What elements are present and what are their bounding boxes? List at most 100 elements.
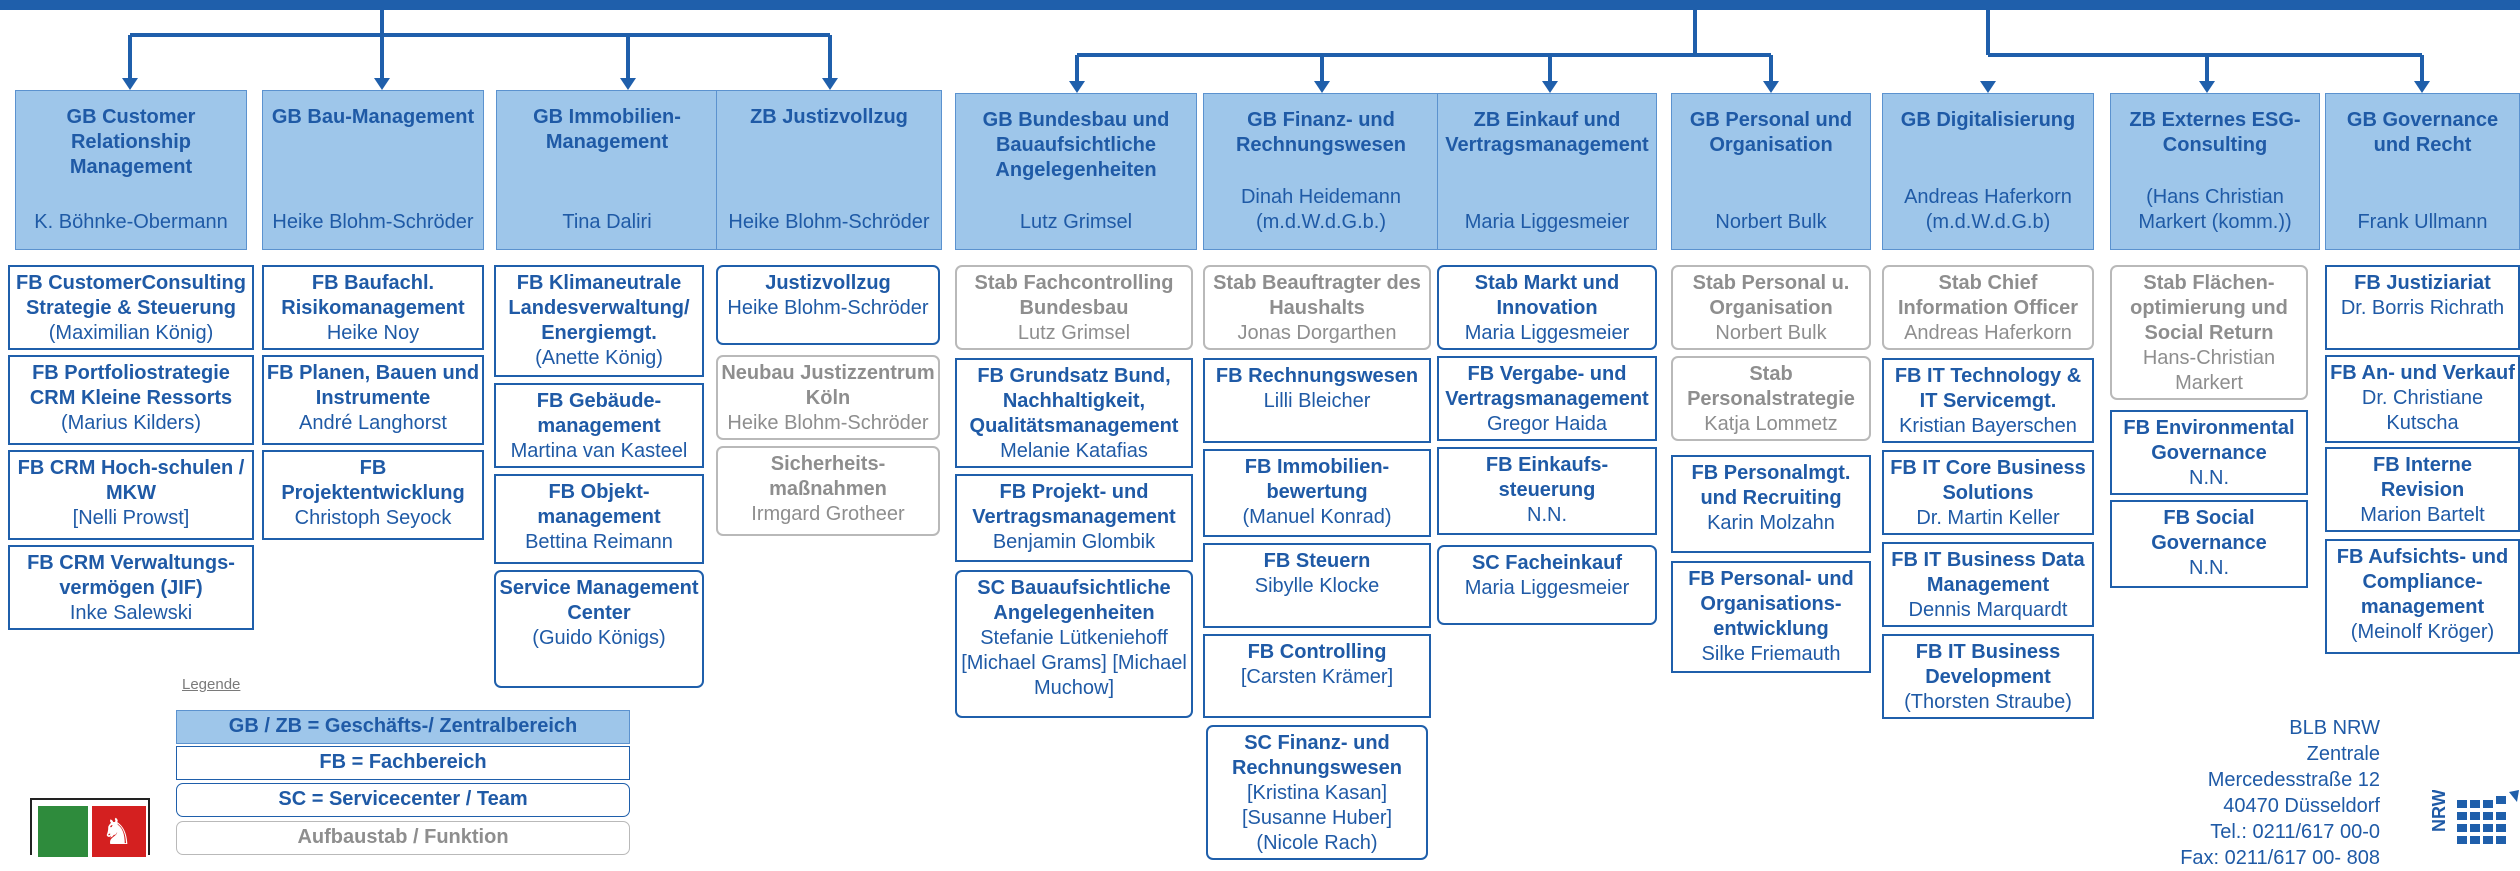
unit-person: Dr. Christiane Kutscha <box>2361 387 2484 434</box>
unit-title: FB Vergabe- und Vertragsmanagement <box>1445 363 1649 410</box>
unit-title: FB Interne Revision <box>2373 454 2472 501</box>
unit-box: Justizvollzug Heike Blohm-Schröder <box>716 265 940 345</box>
legend-item-sc: SC = Servicecenter / Team <box>176 783 630 817</box>
unit-title: SC Bauaufsichtliche Angelegenheiten <box>977 577 1171 624</box>
unit-title: FB Personal- und Organisations-entwicklu… <box>1688 568 1854 640</box>
unit-title: FB IT Business Data Management <box>1891 549 2085 596</box>
unit-title: Stab Beauftragter des Haushalts <box>1213 272 1421 319</box>
unit-title: FB Justiziariat <box>2354 272 2491 294</box>
unit-person: N.N. <box>2189 467 2229 489</box>
unit-box: FB Projektentwicklung Christoph Seyock <box>262 450 484 540</box>
unit-title: FB Environmental Governance <box>2123 417 2295 464</box>
unit-person: (Marius Kilders) <box>60 412 202 434</box>
gb-personal-organisation: GB Personal und Organisation Norbert Bul… <box>1671 93 1871 250</box>
unit-box: FB Immobilien-bewertung (Manuel Konrad) <box>1203 449 1431 537</box>
blb-logo: NRW <box>2429 790 2519 844</box>
unit-title: FB Projekt- und Vertragsmanagement <box>972 481 1176 528</box>
unit-title: FB Controlling <box>1247 641 1387 663</box>
head-person: Lutz Grimsel <box>1019 211 1133 233</box>
legend-item-fb: FB = Fachbereich <box>176 746 630 780</box>
unit-title: Stab Markt und Innovation <box>1474 272 1620 319</box>
unit-person: (Meinolf Kröger) <box>2350 621 2495 643</box>
staff-box: Stab Chief Information Officer Andreas H… <box>1882 265 2094 350</box>
top-bar <box>0 0 2520 10</box>
staff-box: Stab Flächen-optimierung und Social Retu… <box>2110 265 2308 400</box>
head-title: GB Personal und Organisation <box>1689 109 1853 156</box>
unit-title: FB Personalmgt. und Recruiting <box>1691 462 1851 509</box>
unit-box: FB An- und Verkauf Dr. Christiane Kutsch… <box>2325 355 2520 443</box>
unit-box: FB CRM Hoch-schulen / MKW [Nelli Prowst] <box>8 450 254 540</box>
unit-box: FB Gebäude-management Martina van Kastee… <box>494 383 704 468</box>
unit-box: FB Vergabe- und Vertragsmanagement Grego… <box>1437 356 1657 441</box>
unit-person: Norbert Bulk <box>1715 322 1827 344</box>
unit-box: FB Baufachl. Risikomanagement Heike Noy <box>262 265 484 350</box>
unit-box: FB Planen, Bauen und Instrumente André L… <box>262 355 484 445</box>
unit-person: N.N. <box>1527 504 1567 526</box>
unit-box: SC Finanz- und Rechnungswesen [Kristina … <box>1206 725 1428 860</box>
logo-text: NRW <box>2429 790 2449 832</box>
staff-box: Stab Personal u. Organisation Norbert Bu… <box>1671 265 1871 350</box>
unit-title: SC Facheinkauf <box>1471 552 1623 574</box>
blb-grid-icon <box>2457 790 2519 844</box>
logo-green-field <box>38 806 88 857</box>
unit-title: SC Finanz- und Rechnungswesen <box>1231 732 1403 779</box>
unit-person: Silke Friemauth <box>1701 643 1841 665</box>
address-line: BLB NRW <box>2289 717 2380 739</box>
head-person: Norbert Bulk <box>1715 211 1827 233</box>
gb-governance-recht: GB Governance und Recht Frank Ullmann <box>2325 93 2520 250</box>
unit-title: FB Gebäude-management <box>536 390 662 437</box>
unit-person: Gregor Haida <box>1486 413 1608 435</box>
unit-box: FB Interne Revision Marion Bartelt <box>2325 447 2520 532</box>
unit-title: Sicherheits-maßnahmen <box>769 453 887 500</box>
head-person: Maria Liggesmeier <box>1464 211 1630 233</box>
head-title: GB Digitalisierung <box>1900 109 2076 131</box>
staff-box: Stab Personalstrategie Katja Lommetz <box>1671 356 1871 441</box>
head-person: K. Böhnke-Obermann <box>34 211 228 233</box>
unit-box: FB CustomerConsulting Strategie & Steuer… <box>8 265 254 350</box>
unit-title: FB CustomerConsulting Strategie & Steuer… <box>16 272 246 319</box>
unit-title: FB IT Business Development <box>1915 641 2061 688</box>
unit-person: N.N. <box>2189 557 2229 579</box>
unit-title: Stab Flächen-optimierung und Social Retu… <box>2130 272 2288 344</box>
staff-box: Stab Beauftragter des Haushalts Jonas Do… <box>1203 265 1431 350</box>
unit-person: [Nelli Prowst] <box>72 507 190 529</box>
unit-person: [Kristina Kasan] [Susanne Huber] (Nicole… <box>1241 782 1393 854</box>
unit-person: Dr. Borris Richrath <box>2340 297 2505 319</box>
gb-customer-relationship-management: GB Customer Relationship Management K. B… <box>15 90 247 250</box>
staff-box: Neubau Justizzentrum Köln Heike Blohm-Sc… <box>716 355 940 440</box>
unit-box: FB Social Governance N.N. <box>2110 500 2308 588</box>
unit-title: FB Objekt-management <box>537 481 661 528</box>
unit-title: FB Klimaneutrale Landesverwaltung/ Energ… <box>508 272 690 344</box>
unit-title: FB IT Technology & IT Servicemgt. <box>1894 365 2082 412</box>
head-title: GB Governance und Recht <box>2346 109 2499 156</box>
nrw-logo: ♞ <box>30 798 150 857</box>
unit-title: FB Immobilien-bewertung <box>1244 456 1390 503</box>
unit-title: FB Aufsichts- und Compliance-management <box>2336 546 2509 618</box>
unit-title: Service Management Center <box>499 577 699 624</box>
unit-title: FB IT Core Business Solutions <box>1890 457 2086 504</box>
unit-box: FB IT Technology & IT Servicemgt. Kristi… <box>1882 358 2094 443</box>
unit-box: FB Steuern Sibylle Klocke <box>1203 543 1431 628</box>
unit-person: Bettina Reimann <box>525 531 673 553</box>
unit-person: Heike Blohm-Schröder <box>727 412 929 434</box>
address-line: 40470 Düsseldorf <box>2223 795 2380 817</box>
zb-externes-esg-consulting: ZB Externes ESG-Consulting (Hans Christi… <box>2110 93 2320 250</box>
unit-title: FB Planen, Bauen und Instrumente <box>266 362 480 409</box>
unit-box: FB IT Business Data Management Dennis Ma… <box>1882 542 2094 627</box>
head-person: Heike Blohm-Schröder <box>272 211 474 233</box>
gb-bundesbau: GB Bundesbau und Bauaufsichtliche Angele… <box>955 93 1197 250</box>
head-title: GB Bundesbau und Bauaufsichtliche Angele… <box>982 109 1170 181</box>
head-person: Heike Blohm-Schröder <box>728 211 930 233</box>
head-person: Dinah Heidemann (m.d.W.d.G.b.) <box>1240 186 1402 233</box>
unit-box: FB Aufsichts- und Compliance-management … <box>2325 539 2520 654</box>
unit-box: FB Personalmgt. und Recruiting Karin Mol… <box>1671 455 1871 553</box>
head-title: GB Bau-Management <box>271 106 475 128</box>
zb-justizvollzug: ZB Justizvollzug Heike Blohm-Schröder <box>716 90 942 250</box>
unit-person: [Carsten Krämer] <box>1240 666 1394 688</box>
unit-box: FB Objekt-management Bettina Reimann <box>494 474 704 564</box>
unit-person: Martina van Kasteel <box>510 440 688 462</box>
unit-person: Heike Noy <box>326 322 420 344</box>
unit-person: Lilli Bleicher <box>1263 390 1371 412</box>
unit-title: FB Projektentwicklung <box>281 457 465 504</box>
unit-box: FB Klimaneutrale Landesverwaltung/ Energ… <box>494 265 704 377</box>
